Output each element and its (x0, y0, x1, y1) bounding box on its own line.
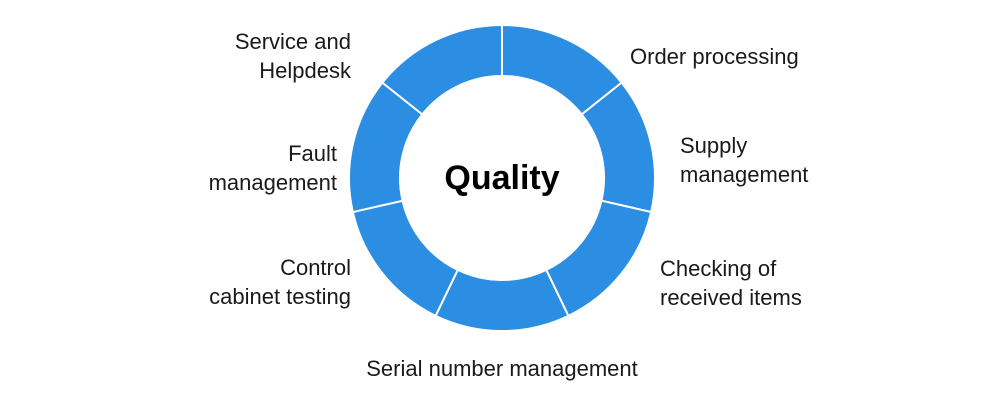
segment-label-serial-number-management: Serial number management (300, 354, 704, 383)
segment-label-control-cabinet-testing: Control cabinet testing (150, 253, 351, 311)
ring-segment-checking (544, 199, 653, 318)
label-line: Supply (680, 133, 748, 158)
label-line: Service and (234, 29, 351, 54)
segment-label-service-helpdesk: Service and Helpdesk (150, 27, 351, 85)
label-line: received items (660, 285, 802, 310)
label-line: Control (280, 255, 351, 280)
label-line: Checking of (660, 256, 777, 281)
label-line: Helpdesk (259, 58, 351, 83)
label-line: management (680, 162, 809, 187)
center-title: Quality (444, 159, 560, 197)
segment-ring (348, 23, 656, 332)
label-line: management (208, 170, 337, 195)
segment-label-supply-management: Supply management (680, 131, 808, 189)
segment-label-fault-management: Fault management (150, 139, 337, 197)
segment-label-checking-received-items: Checking of received items (660, 254, 802, 312)
segment-label-order-processing: Order processing (630, 42, 799, 71)
label-line: Fault (288, 141, 337, 166)
label-line: Serial number management (366, 356, 638, 381)
ring-segment-control (351, 199, 460, 318)
label-line: cabinet testing (209, 284, 351, 309)
label-line: Order processing (630, 44, 799, 69)
ring-segment-service (380, 23, 503, 116)
ring-segment-serial (434, 268, 570, 332)
